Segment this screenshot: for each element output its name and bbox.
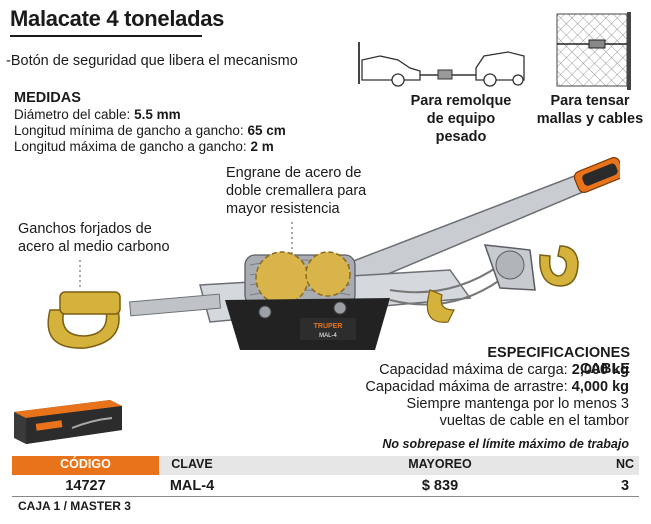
table-header-accent — [12, 456, 159, 475]
spec-load-value: 2,000 kg — [571, 362, 629, 378]
spec-drag: Capacidad máxima de arrastre: 4,000 kg — [365, 379, 629, 396]
table-cell-codigo: 14727 — [65, 478, 106, 494]
medida-line: Diámetro del cable: 5.5 mm — [14, 107, 181, 123]
table-header-nc: NC — [615, 457, 635, 471]
gear-callout: Engrane de acero de doble cremallera par… — [226, 165, 367, 217]
medida-line: Longitud mínima de gancho a gancho: 65 c… — [14, 123, 286, 139]
medida-label: Diámetro del cable: — [14, 107, 131, 122]
spec-load-label: Capacidad máxima de carga: — [379, 362, 568, 378]
warning-note: No sobrepase el límite máximo de trabajo — [382, 437, 629, 451]
specs-heading: ESPECIFICACIONES CABLE — [487, 345, 630, 377]
medida-value: 2 m — [250, 139, 274, 154]
spec-note-2: vueltas de cable en el tambor — [439, 413, 629, 429]
table-divider — [12, 496, 639, 497]
feature-bullet: -Botón de seguridad que libera el mecani… — [6, 53, 298, 69]
towing-illustration — [358, 42, 525, 87]
medida-label: Longitud máxima de gancho a gancho: — [14, 139, 247, 154]
table-header-mayoreo: MAYOREO — [408, 457, 472, 471]
medida-value: 65 cm — [247, 123, 286, 138]
table-cell-mayoreo: $ 839 — [421, 478, 459, 494]
packaging-info: CAJA 1 / MASTER 3 — [18, 499, 131, 513]
table-header-clave: CLAVE — [171, 457, 213, 471]
spec-drag-value: 4,000 kg — [571, 379, 629, 395]
hooks-callout: Ganchos forjados de acero al medio carbo… — [18, 221, 170, 255]
table-cell-clave: MAL-4 — [169, 478, 215, 494]
medida-value: 5.5 mm — [134, 107, 181, 122]
medida-label: Longitud mínima de gancho a gancho: — [14, 123, 244, 138]
title-underline — [10, 35, 202, 37]
use-caption-fence: Para tensar mallas y cables — [536, 93, 644, 127]
table-header-codigo: CÓDIGO — [60, 457, 111, 471]
fence-illustration — [556, 12, 631, 90]
table-header-background — [159, 456, 639, 475]
table-cell-nc: 3 — [620, 478, 630, 494]
spec-drag-label: Capacidad máxima de arrastre: — [365, 379, 568, 395]
use-caption-towing: Para remolque de equipo pesado — [410, 93, 512, 145]
brand-label: TRUPER — [314, 323, 343, 330]
come-along-winch-image: TRUPER MAL-4 — [47, 157, 620, 350]
model-label: MAL-4 — [319, 333, 337, 339]
medidas-heading: MEDIDAS — [14, 90, 81, 106]
spec-load: Capacidad máxima de carga: 2,000 kg — [379, 362, 629, 379]
product-box-image — [14, 400, 122, 444]
page-title: Malacate 4 toneladas — [10, 6, 225, 31]
spec-note-1: Siempre mantenga por lo menos 3 — [406, 396, 629, 412]
medida-line: Longitud máxima de gancho a gancho: 2 m — [14, 139, 274, 155]
